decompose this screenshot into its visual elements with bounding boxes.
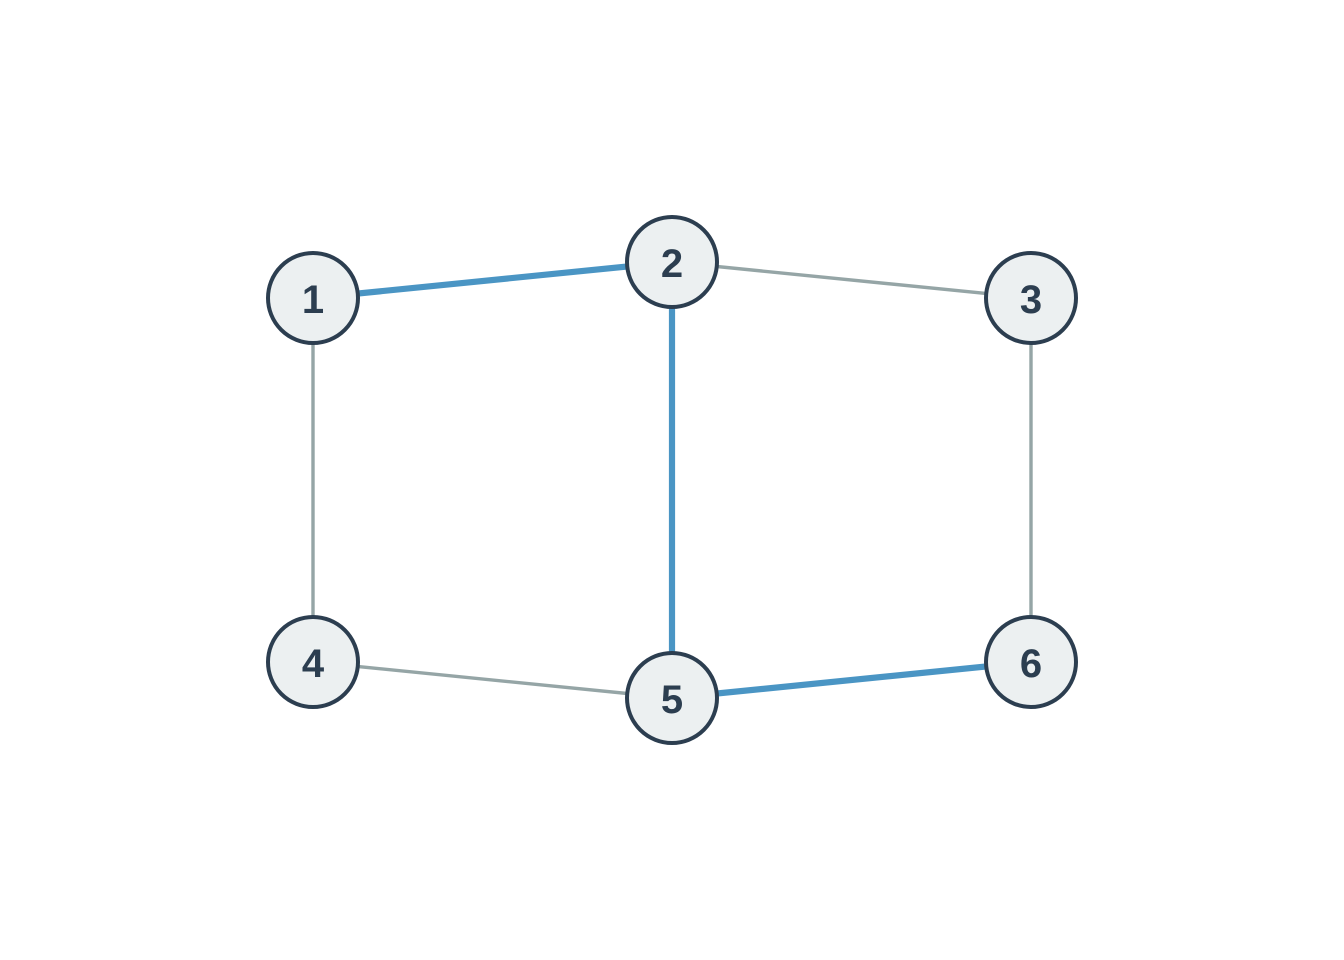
node-circle-2 [625,215,719,309]
node-2: 2 [625,215,719,309]
node-label-3: 3 [1020,278,1042,322]
node-circle-4 [266,615,360,709]
edge-1-2-highlighted [312,258,673,302]
node-1: 1 [266,251,360,345]
edges-layer [311,258,1033,702]
node-6: 6 [984,615,1078,709]
node-circle-1 [266,251,360,345]
node-3: 3 [984,251,1078,345]
node-circle-3 [984,251,1078,345]
node-label-1: 1 [302,278,324,322]
node-label-2: 2 [661,242,683,286]
node-label-4: 4 [302,642,325,686]
edge-2-3 [671,260,1032,300]
node-circle-5 [625,651,719,745]
node-4: 4 [266,615,360,709]
nodes-layer: 1 2 3 4 5 6 [266,215,1078,745]
edge-4-5 [312,660,673,700]
edge-5-6-highlighted [671,658,1032,702]
node-circle-6 [984,615,1078,709]
node-label-6: 6 [1020,642,1042,686]
node-label-5: 5 [661,678,683,722]
node-5: 5 [625,651,719,745]
